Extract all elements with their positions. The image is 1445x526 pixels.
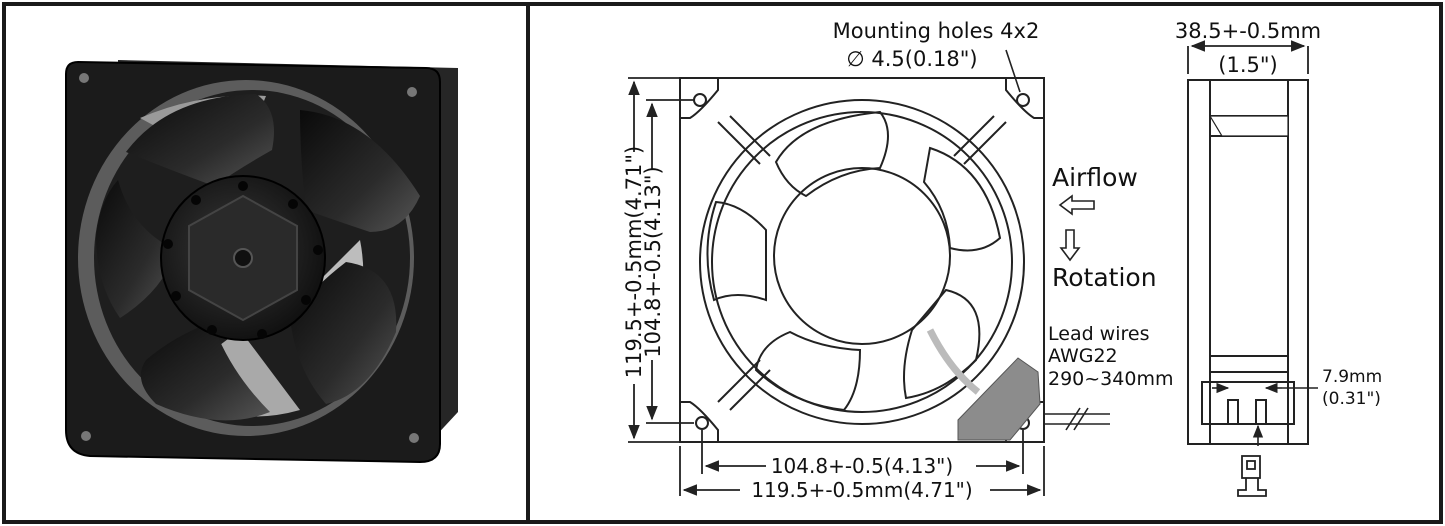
lead-wires-line3: 290~340mm <box>1048 368 1173 390</box>
rotation-arrow-icon <box>1059 229 1081 262</box>
terminal-dimension <box>1212 382 1318 446</box>
depth-dimension <box>1187 40 1309 74</box>
airflow-arrow-icon <box>1058 194 1095 216</box>
mounting-holes-size: ∅ 4.5(0.18") <box>846 47 977 71</box>
mounting-leader <box>1005 49 1021 93</box>
rotation-label: Rotation <box>1052 263 1157 292</box>
lead-wires-line1: Lead wires <box>1048 323 1150 345</box>
fan-photo <box>65 60 458 464</box>
dim-height-inner: 104.8+-0.5(4.13") <box>641 166 665 358</box>
side-view-wedge <box>1208 115 1289 137</box>
airflow-label: Airflow <box>1052 163 1138 192</box>
depth-dim-inch: (1.5") <box>1218 53 1277 77</box>
terminal-dim-inch: (0.31") <box>1322 389 1381 409</box>
mounting-hole-bottom-left <box>695 416 709 430</box>
mounting-hole-top-left <box>693 93 707 107</box>
terminal-dim: 7.9mm <box>1322 367 1382 387</box>
lead-wires-line2: AWG22 <box>1048 345 1118 367</box>
lead-wire <box>1044 407 1110 431</box>
depth-dim: 38.5+-0.5mm <box>1175 19 1321 43</box>
terminal-detail-icon <box>1237 455 1267 497</box>
mounting-hole-top-right <box>1016 93 1030 107</box>
lead-wire-box <box>957 357 1041 441</box>
dim-width-inner: 104.8+-0.5(4.13") <box>771 454 953 478</box>
height-dimensions <box>628 77 694 443</box>
width-dimensions <box>679 430 1045 496</box>
dim-width-outer: 119.5+-0.5mm(4.71") <box>751 478 972 502</box>
dim-height-outer: 119.5+-0.5mm(4.71") <box>622 146 646 378</box>
mounting-holes-title: Mounting holes 4x2 <box>833 19 1040 43</box>
